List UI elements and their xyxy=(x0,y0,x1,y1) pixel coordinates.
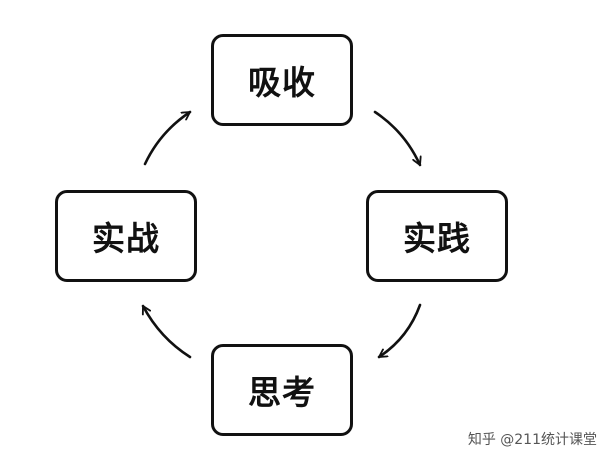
arrow-bottom-to-left xyxy=(141,304,192,359)
arrow-left-to-top xyxy=(143,110,192,166)
arrow-top-to-right xyxy=(373,110,420,167)
watermark: 知乎 @211统计课堂 xyxy=(468,429,597,449)
node-absorb: 吸收 xyxy=(211,34,353,126)
node-think-label: 思考 xyxy=(248,373,316,412)
watermark-text: 知乎 @211统计课堂 xyxy=(467,432,597,448)
arrow-right-to-bottom xyxy=(377,303,422,359)
node-practice-label: 实践 xyxy=(403,219,471,258)
node-combat: 实战 xyxy=(55,190,197,282)
node-absorb-label: 吸收 xyxy=(248,63,316,102)
node-practice: 实践 xyxy=(366,190,508,282)
node-think: 思考 xyxy=(211,344,353,436)
node-combat-label: 实战 xyxy=(92,219,160,258)
